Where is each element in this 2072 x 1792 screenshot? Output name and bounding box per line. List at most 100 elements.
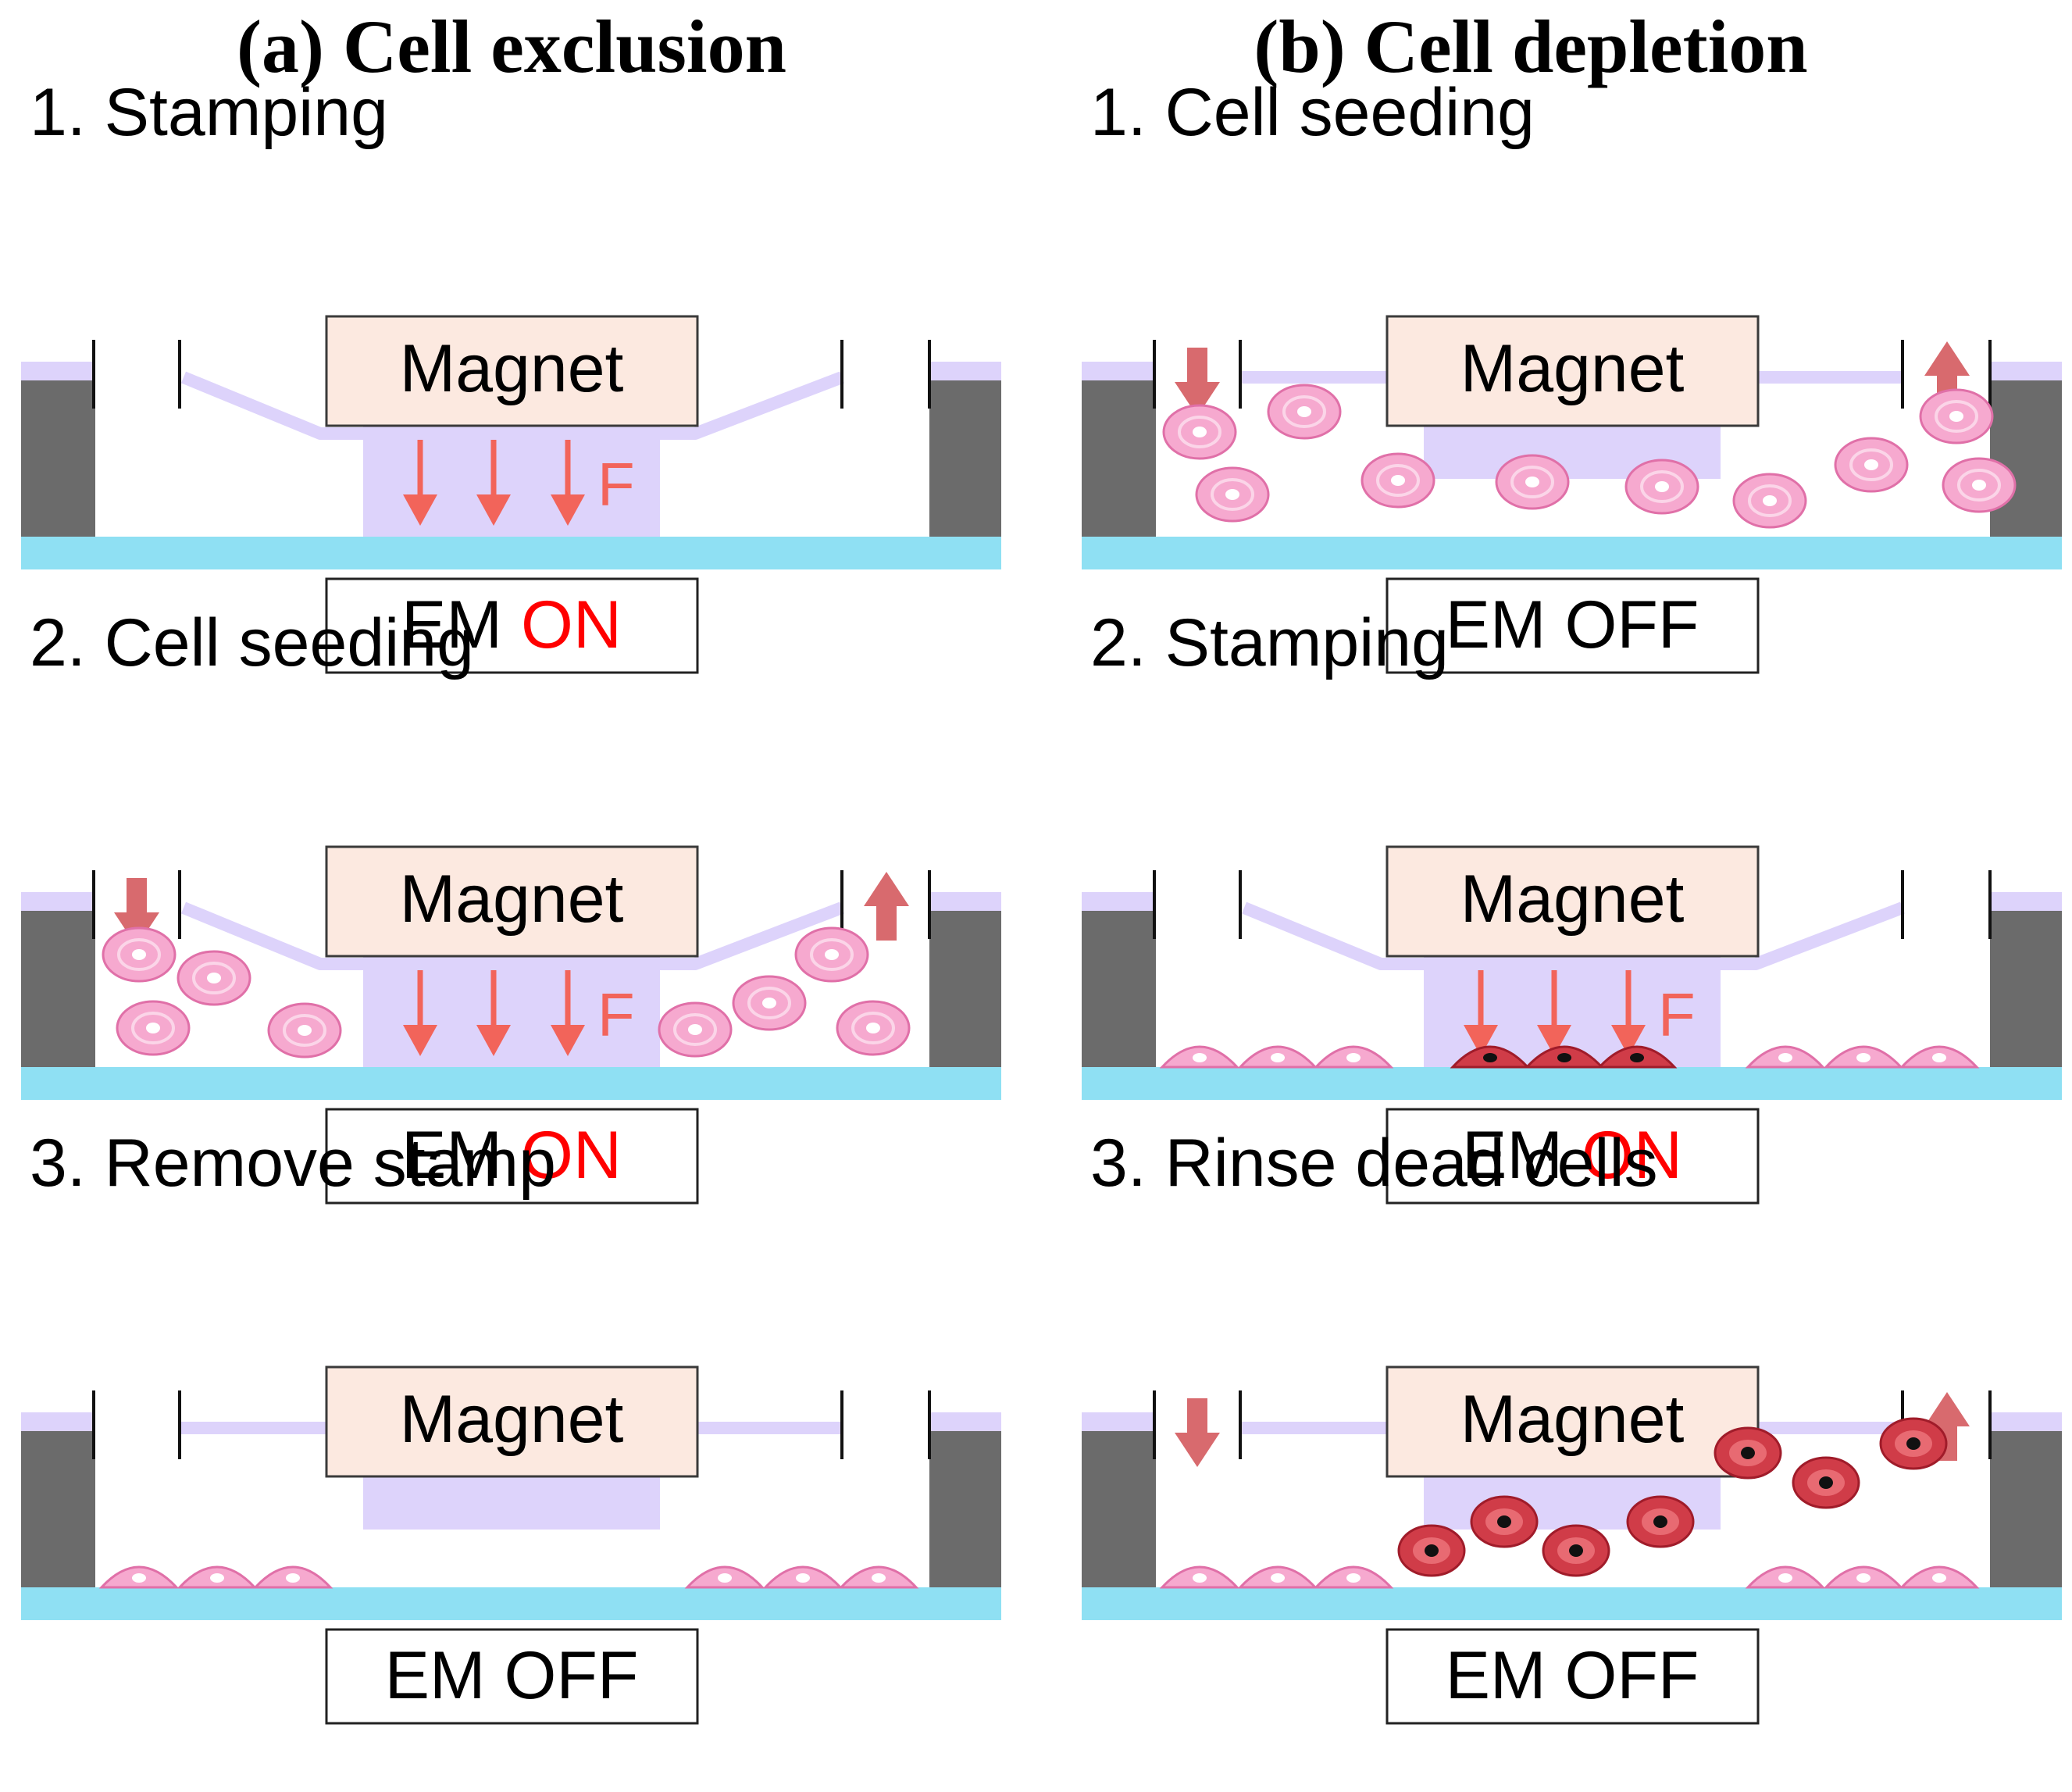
cell-nucleus (1819, 1476, 1833, 1489)
live-cell (1919, 388, 1994, 444)
outflow-arrow (1924, 1392, 1970, 1461)
em-label: EM OFF (1446, 1638, 1699, 1713)
dead-cell (1470, 1495, 1539, 1548)
cells (102, 926, 911, 1058)
em-prefix: EM (401, 1118, 521, 1193)
em-prefix: EM (401, 587, 521, 662)
attached-live-cell (1899, 1045, 1980, 1069)
force-label: F (597, 980, 635, 1049)
membrane-edge-right (1990, 892, 2062, 911)
magnet-label: Magnet (1460, 862, 1685, 937)
column-title-a: (a) Cell exclusion (237, 5, 786, 88)
em-prefix: EM (385, 1638, 505, 1713)
em-prefix: EM (1446, 1638, 1565, 1713)
em-label: EM ON (401, 587, 622, 662)
cell-nucleus (1425, 1544, 1439, 1557)
cell-nucleus (1271, 1573, 1285, 1583)
chamber-wall-left (1082, 911, 1156, 1067)
live-cell (1942, 457, 2017, 513)
magnet-block (325, 315, 699, 427)
live-cell (1732, 473, 1807, 529)
attached-live-cell (1745, 1045, 1826, 1069)
stamp-pillar (363, 410, 660, 537)
cell-ring (1510, 466, 1554, 498)
attached-live-cell (762, 1565, 843, 1589)
attached-live-cell (1313, 1045, 1394, 1069)
cells (98, 1565, 919, 1589)
chamber-wall-right (929, 380, 1001, 537)
live-cell (1361, 452, 1435, 509)
stamp-pillar (363, 941, 660, 1067)
cell-nucleus (1864, 459, 1878, 470)
cell-ring (192, 962, 236, 994)
cell-ring (851, 1012, 895, 1044)
cell-ring (117, 938, 161, 971)
force-arrow (403, 970, 437, 1056)
cell-nucleus (1193, 1053, 1207, 1062)
cell-ring (810, 938, 854, 971)
live-cell (732, 975, 807, 1031)
stamp-pillar (1424, 941, 1721, 1067)
cell-ring (673, 1013, 717, 1046)
em-box-frame (325, 1628, 699, 1725)
force-label: F (597, 450, 635, 519)
cell-ring (1282, 395, 1326, 428)
attached-live-cell (1313, 1565, 1394, 1589)
force-arrow (476, 970, 511, 1056)
membrane-edge-left (1082, 362, 1156, 380)
inflow-arrow (1175, 348, 1220, 416)
glass-substrate (21, 537, 1001, 569)
cell-ring (1957, 469, 2001, 502)
cell-nucleus (1655, 481, 1669, 492)
em-state: OFF (1564, 587, 1699, 662)
cell-nucleus (1932, 1053, 1946, 1062)
attached-live-cell (1159, 1045, 1240, 1069)
attached-live-cell (1823, 1045, 1904, 1069)
attached-live-cell (1237, 1045, 1318, 1069)
magnet-block (1385, 845, 1760, 958)
cell-ring (1748, 484, 1792, 517)
magnet-label: Magnet (400, 331, 624, 406)
attached-dead-cell (1450, 1045, 1531, 1069)
attached-live-cell (838, 1565, 919, 1589)
magnet: Magnet (1385, 845, 1760, 958)
chamber-wall-left (1082, 1431, 1156, 1587)
chamber-wall-right (1990, 1431, 2062, 1587)
attached-live-cell (252, 1565, 333, 1589)
membrane-edge-left (1082, 892, 1156, 911)
live-cell (177, 950, 251, 1006)
cell-nucleus (1297, 406, 1311, 417)
cell-nucleus (1778, 1053, 1792, 1062)
cell-ring (1211, 478, 1254, 511)
cell-nucleus (132, 1573, 146, 1583)
live-cell (267, 1002, 342, 1058)
glass-substrate (21, 1587, 1001, 1620)
magnet: Magnet (325, 1365, 699, 1478)
membrane-edge-right (1990, 362, 2062, 380)
magnet-label: Magnet (1460, 1382, 1685, 1457)
dead-cell (1626, 1495, 1695, 1548)
magnet-block (1385, 1365, 1760, 1478)
em-state: ON (521, 587, 622, 662)
cell-nucleus (762, 998, 776, 1008)
step-title: 2. Cell seeding (30, 605, 474, 680)
membrane-edge-left (1082, 1412, 1156, 1431)
cell-nucleus (1653, 1515, 1667, 1528)
cell-nucleus (1949, 411, 1963, 422)
em-label: EM ON (401, 1118, 622, 1193)
outflow-arrow (864, 872, 909, 941)
live-cell (1195, 466, 1270, 523)
glass-substrate (1082, 1067, 2062, 1100)
cell-nucleus (1193, 427, 1207, 437)
magnet-label: Magnet (400, 1382, 624, 1457)
live-cell (102, 926, 177, 983)
live-cell (836, 1000, 911, 1056)
em-label: EM ON (1462, 1118, 1682, 1193)
force-arrow (1464, 970, 1498, 1056)
column-title-b: (b) Cell depletion (1254, 5, 1807, 88)
cell-nucleus (1856, 1573, 1871, 1583)
magnet: Magnet (1385, 1365, 1760, 1478)
cell-nucleus (825, 949, 839, 960)
